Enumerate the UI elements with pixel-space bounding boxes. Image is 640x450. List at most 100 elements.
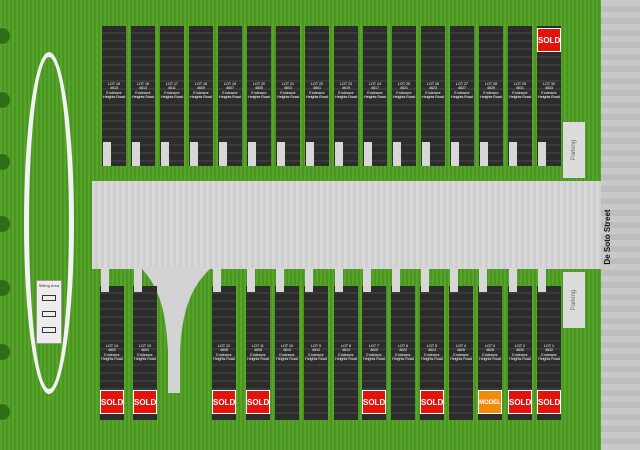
lot-road: Heights Road [277, 95, 299, 100]
lot-address: 4607 Endeavor [222, 86, 238, 95]
lot-lot: LOT 25 [398, 82, 410, 86]
lot-lot: LOT 10 [281, 344, 293, 348]
lot-road: Heights Road [335, 95, 357, 100]
lot-address: 4615 Endeavor [106, 86, 122, 95]
driveway [335, 268, 343, 292]
lot-road: Heights Road [101, 357, 123, 362]
lot-road: Heights Road [450, 357, 472, 362]
driveway [451, 142, 459, 166]
lot-lot: LOT 2 [515, 344, 525, 348]
parking-label: Parking [571, 289, 577, 311]
lot-address: 4609 Endeavor [193, 86, 209, 95]
lot-address: 4627 Endeavor [454, 86, 470, 95]
lot-address: 4617 Endeavor [367, 86, 383, 95]
lot-address: 4629 Endeavor [483, 86, 499, 95]
lot-address: 4626 Endeavor [453, 348, 469, 357]
lot-lot: LOT 16 [137, 82, 149, 86]
sold-badge: SOLD [133, 390, 157, 414]
lot-lot: LOT 30 [543, 82, 555, 86]
driveway [247, 268, 255, 292]
lot-address: 4624 Endeavor [424, 348, 440, 357]
driveway [393, 142, 401, 166]
lot-road: Heights Road [422, 95, 444, 100]
lot-road: Heights Road [421, 357, 443, 362]
sold-badge: SOLD [246, 390, 270, 414]
main-road [92, 181, 601, 269]
sold-badge: SOLD [212, 390, 236, 414]
driveway [363, 268, 371, 292]
lot-road: Heights Road [190, 95, 212, 100]
lot-address: 4630 Endeavor [512, 348, 528, 357]
lot-address: 4631 Endeavor [512, 86, 528, 95]
model-badge: MODEL [478, 390, 502, 414]
driveway [364, 142, 372, 166]
lot-address: 4623 Endeavor [425, 86, 441, 95]
parking-area-top: Parking [563, 122, 585, 178]
lot-road: Heights Road [364, 95, 386, 100]
lot-address: 4613 Endeavor [135, 86, 151, 95]
lot-lot: LOT 22 [311, 82, 323, 86]
sold-badge: SOLD [362, 390, 386, 414]
lot-lot: LOT 14 [106, 344, 118, 348]
lot-address: 4610 Endeavor [279, 348, 295, 357]
lot-address: 4602 Endeavor [104, 348, 120, 357]
lot-road: Heights Road [134, 357, 156, 362]
lot-road: Heights Road [103, 95, 125, 100]
driveway [509, 268, 517, 292]
lot-road: Heights Road [509, 357, 531, 362]
driveway [422, 142, 430, 166]
lot-lot: LOT 11 [252, 344, 264, 348]
lot-road: Heights Road [213, 357, 235, 362]
lot-road: Heights Road [363, 357, 385, 362]
cul-de-sac-road [140, 267, 212, 393]
lot-address: 4620 Endeavor [366, 348, 382, 357]
driveway [480, 142, 488, 166]
lot-lot: LOT 27 [456, 82, 468, 86]
table-icon [42, 311, 56, 317]
lot-lot: LOT 28 [485, 82, 497, 86]
tree-icon [0, 404, 10, 420]
driveway [538, 142, 546, 166]
lot-address: 4633 Endeavor [541, 86, 557, 95]
lot-address: 4632 Endeavor [541, 348, 557, 357]
lot-road: Heights Road [248, 95, 270, 100]
tree-icon [0, 28, 10, 44]
lot-lot: LOT 4 [456, 344, 466, 348]
lot-road: Heights Road [306, 95, 328, 100]
lot-road: Heights Road [219, 95, 241, 100]
bench-icon [42, 327, 56, 333]
driveway [132, 142, 140, 166]
lot-road: Heights Road [276, 357, 298, 362]
driveway [538, 268, 546, 292]
lot-road: Heights Road [480, 95, 502, 100]
lot-road: Heights Road [538, 357, 560, 362]
lot-lot: LOT 23 [340, 82, 352, 86]
driveway [134, 268, 142, 292]
